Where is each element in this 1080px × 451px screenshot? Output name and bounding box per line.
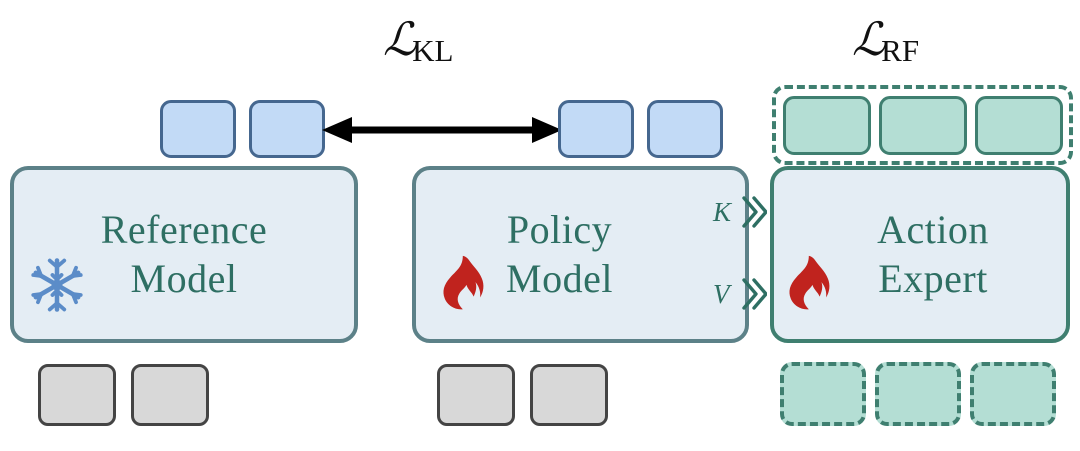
action-expert-line1: Action <box>877 206 989 252</box>
policy-model-line2: Model <box>506 255 613 301</box>
kl-loss-label: ℒKL <box>383 16 456 66</box>
fire-icon <box>443 255 484 310</box>
reference-bottom-token-2 <box>131 364 209 426</box>
expert-top-token-2 <box>879 96 967 155</box>
snowflake-icon <box>31 258 83 312</box>
policy-model-line1: Policy <box>506 206 613 252</box>
reference-bottom-token-1 <box>38 364 116 426</box>
reference-top-token-1 <box>160 100 236 158</box>
expert-bottom-token-2 <box>875 362 961 426</box>
script-l-glyph: ℒ <box>852 12 885 66</box>
policy-top-token-2 <box>647 100 723 158</box>
v-chevron-icon <box>742 278 767 310</box>
policy-top-token-1 <box>558 100 634 158</box>
k-flow-label: K <box>713 197 732 227</box>
expert-bottom-token-1 <box>780 362 866 426</box>
expert-top-token-3 <box>975 96 1063 155</box>
policy-bottom-token-2 <box>530 364 608 426</box>
rf-token-group-outline <box>772 85 1073 165</box>
reference-model-box[interactable]: Reference Model <box>10 166 358 343</box>
reference-model-line2: Model <box>130 255 238 301</box>
reference-top-token-2 <box>249 100 325 158</box>
reference-model-line1: Reference <box>100 206 268 252</box>
expert-top-token-1 <box>783 96 871 155</box>
kl-double-arrow <box>322 117 562 143</box>
kl-subscript: KL <box>412 33 454 68</box>
fire-icon <box>789 255 830 310</box>
v-flow-label: V <box>713 279 730 309</box>
expert-bottom-token-3 <box>970 362 1056 426</box>
policy-bottom-token-1 <box>437 364 515 426</box>
rf-loss-label: ℒRF <box>852 16 922 66</box>
action-expert-line2: Expert <box>878 255 988 301</box>
k-chevron-icon <box>742 196 767 228</box>
rf-subscript: RF <box>881 33 920 68</box>
script-l-glyph: ℒ <box>383 12 416 66</box>
